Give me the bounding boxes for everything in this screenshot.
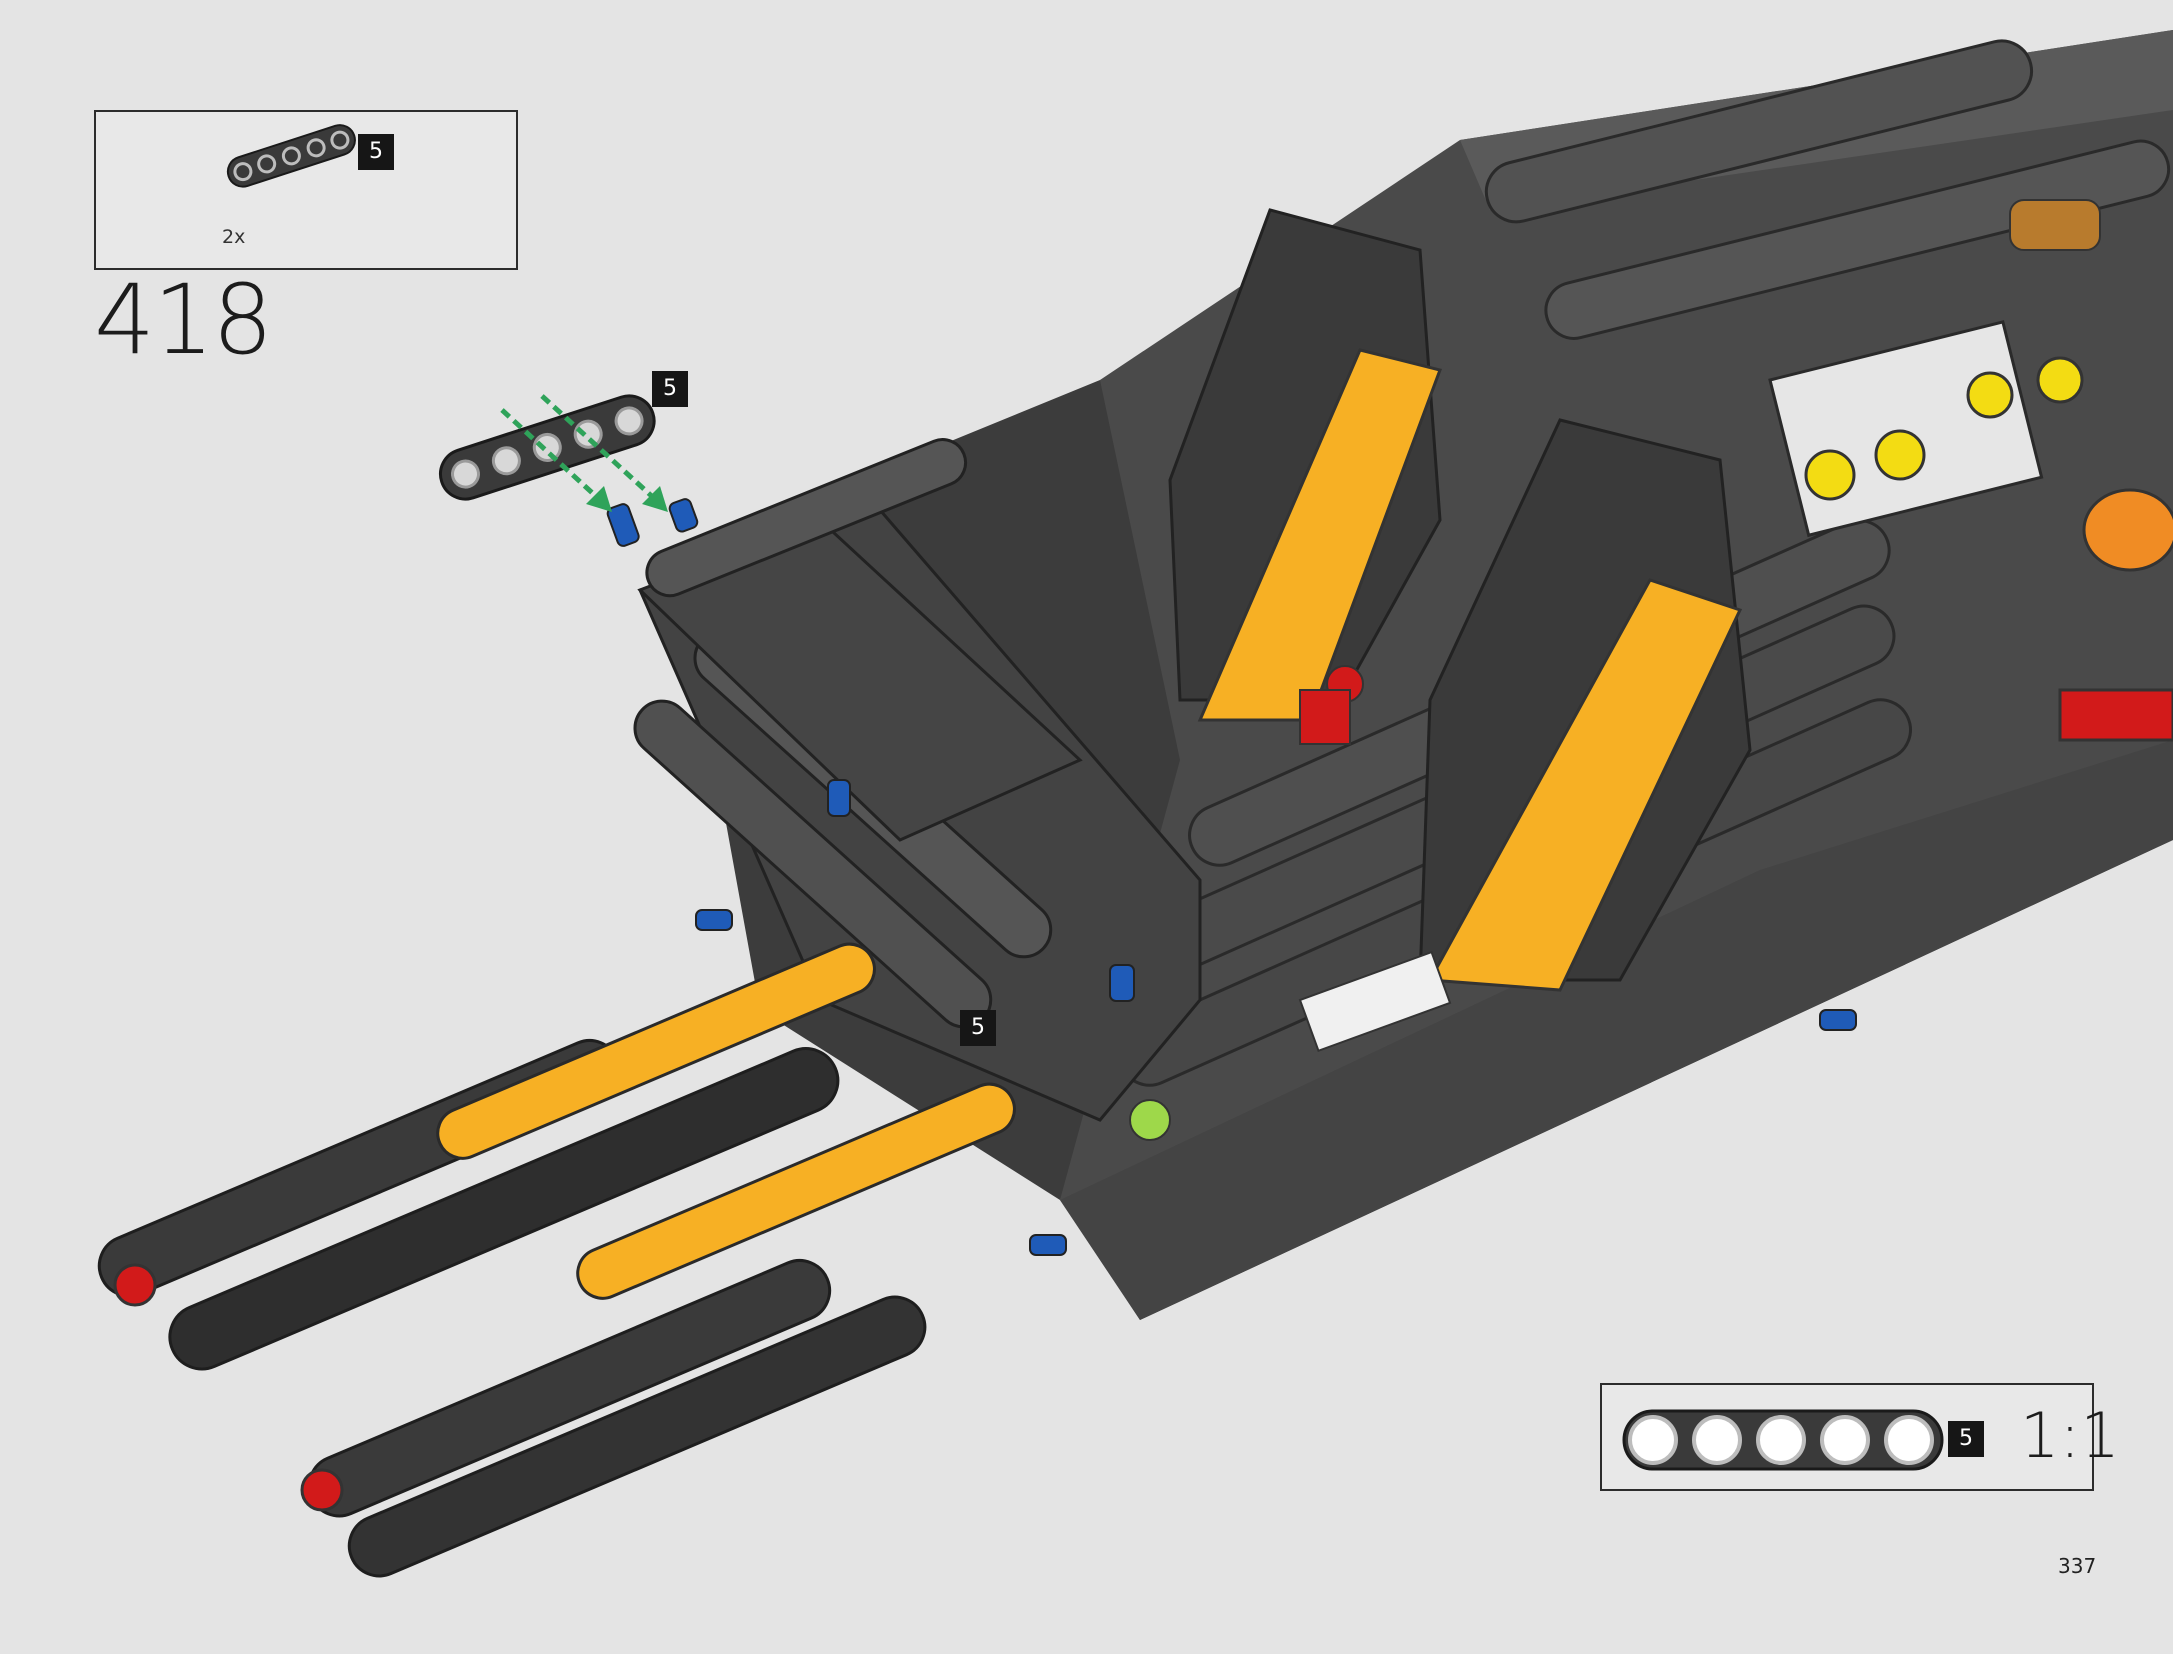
- new-beam-5: [439, 394, 656, 501]
- engine-block: [1768, 199, 2173, 742]
- seat-right: [1418, 418, 1752, 992]
- page-number: 337: [2058, 1554, 2097, 1578]
- scale-ratio: 1:1: [2020, 1399, 2120, 1472]
- front-beams-dark: [97, 1039, 927, 1578]
- parts-callout-box: 5 2x: [94, 110, 518, 270]
- part-quantity: 2x: [222, 226, 246, 248]
- scale-length-badge: 5: [1948, 1421, 1984, 1457]
- upper-frame-arm: [637, 438, 1083, 842]
- lower-beam-length-badge: 5: [960, 1010, 996, 1046]
- step-number: 418: [94, 264, 273, 376]
- blue-pins: [606, 498, 1857, 1256]
- new-beam-length-badge: 5: [652, 371, 688, 407]
- beam-5-scale-icon: [1622, 1409, 1944, 1471]
- beam-5-part-icon: [226, 124, 356, 188]
- orange-beams: [436, 942, 1016, 1300]
- assembly-arrows: [500, 394, 668, 512]
- front-end-red-connectors: [113, 1263, 344, 1512]
- part-length-badge: 5: [358, 134, 394, 170]
- scale-reference-box: 5 1:1: [1600, 1383, 2120, 1491]
